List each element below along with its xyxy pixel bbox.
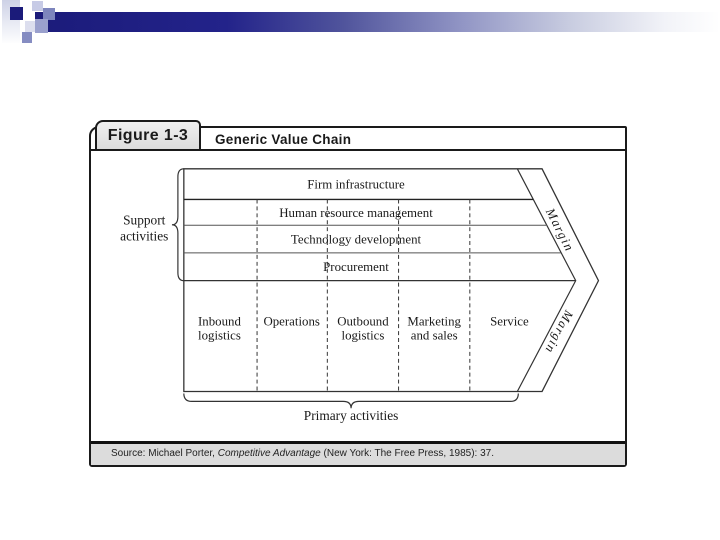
support-row-firm-infrastructure: Firm infrastructure: [307, 178, 405, 192]
value-chain-diagram: Firm infrastructure Human resource manag…: [120, 168, 600, 423]
support-brace: [171, 168, 184, 282]
support-row-technology-development: Technology development: [291, 233, 422, 247]
source-citation-bar: Source: Michael Porter, Competitive Adva…: [91, 441, 625, 465]
source-text-book-title: Competitive Advantage: [217, 448, 321, 459]
primary-col-outbound-line1: Outbound: [337, 315, 389, 329]
support-activities-label-line1: Support: [123, 213, 166, 228]
figure-title: Generic Value Chain: [215, 132, 352, 147]
source-text-prefix: Source: Michael Porter,: [111, 448, 218, 459]
support-row-procurement: Procurement: [323, 260, 389, 274]
primary-col-service: Service: [490, 315, 529, 329]
figure-number-label: Figure 1-3: [107, 126, 189, 144]
pixel-square: [32, 1, 43, 11]
support-row-human-resource-management: Human resource management: [279, 206, 433, 220]
top-gradient-bar: [35, 12, 720, 32]
header-divider: [91, 149, 625, 151]
primary-brace: [183, 393, 519, 409]
pixel-square: [35, 19, 48, 33]
primary-col-inbound-line1: Inbound: [198, 315, 241, 329]
primary-col-operations: Operations: [263, 315, 319, 329]
pixel-square: [43, 8, 55, 20]
primary-col-marketing-line1: Marketing: [407, 315, 461, 329]
primary-col-inbound-line2: logistics: [198, 329, 241, 343]
primary-col-marketing-line2: and sales: [411, 329, 458, 343]
pixel-square: [22, 32, 32, 43]
pixel-square: [25, 21, 35, 32]
support-activities-label-line2: activities: [120, 229, 168, 244]
source-text-suffix: (New York: The Free Press, 1985): 37.: [320, 448, 494, 459]
primary-activities-label: Primary activities: [304, 408, 399, 423]
figure-number-tab: Figure 1-3: [95, 120, 201, 151]
figure-frame: Figure 1-3 Generic Value Chain Firm infr…: [89, 120, 627, 467]
primary-col-outbound-line2: logistics: [342, 329, 385, 343]
pixel-square: [10, 7, 23, 20]
